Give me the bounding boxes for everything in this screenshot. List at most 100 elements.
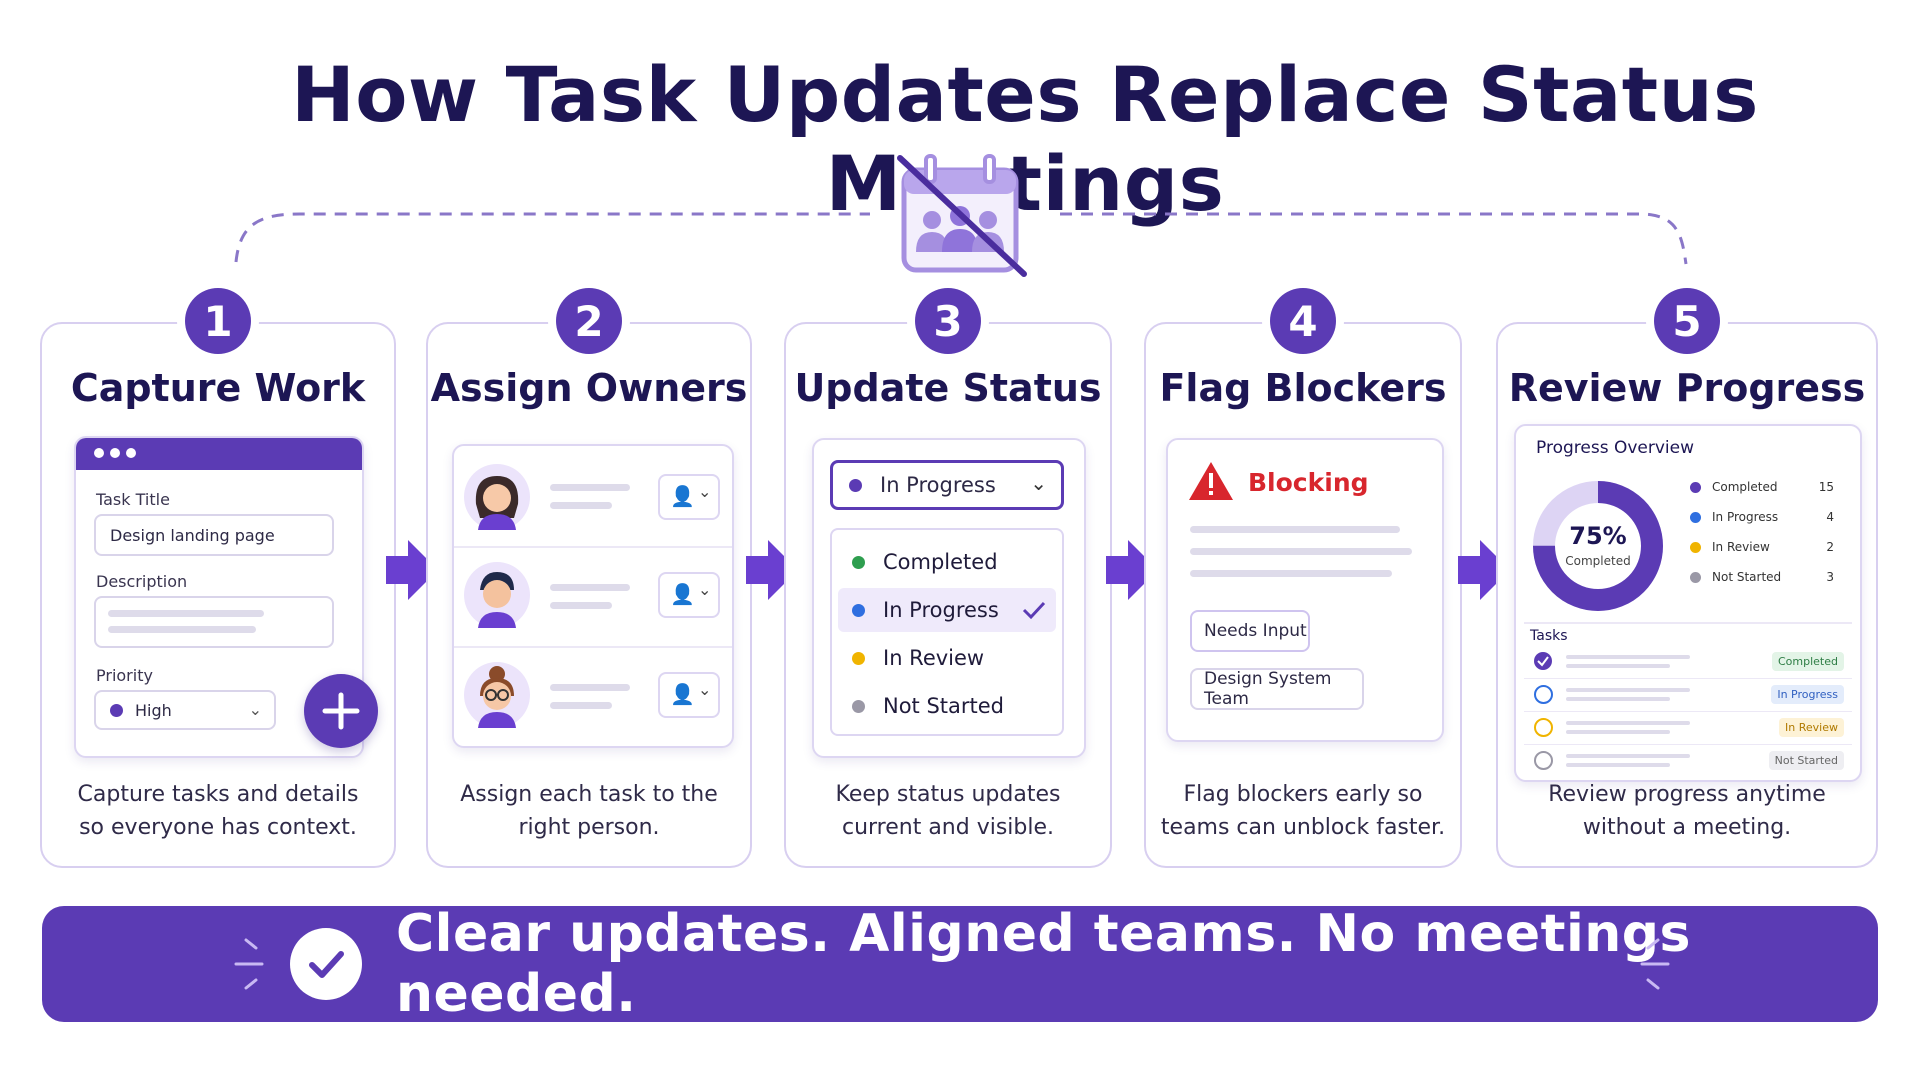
step-update-status: 3 Update Status In Progress ⌄ Completed … <box>784 288 1112 868</box>
step-flag-blockers: 4 Flag Blockers Blocking Needs Input Des… <box>1144 288 1462 868</box>
description-input[interactable] <box>94 596 334 648</box>
donut-label: Completed <box>1565 554 1631 568</box>
task-row[interactable]: In Progress <box>1524 679 1852 712</box>
step-title: Update Status <box>794 366 1102 410</box>
page-title: How Task Updates Replace Status Meetings <box>291 50 1759 228</box>
step-number-badge: 2 <box>556 288 622 354</box>
priority-label: Priority <box>96 666 153 685</box>
dashed-connector <box>234 212 1688 265</box>
avatar <box>464 464 530 530</box>
priority-dot-icon <box>110 703 123 717</box>
owner-row: 👤 ⌄ <box>454 546 732 648</box>
gray-dot-icon <box>852 699 865 713</box>
status-badge: In Progress <box>1771 685 1844 704</box>
chevron-down-icon: ⌄ <box>698 482 712 501</box>
user-icon: 👤 <box>670 582 695 606</box>
task-circle-icon <box>1534 718 1553 737</box>
step-title: Flag Blockers <box>1159 366 1447 410</box>
avatar <box>464 662 530 728</box>
summary-banner: Clear updates. Aligned teams. No meeting… <box>42 904 1878 1024</box>
task-row[interactable]: Not Started <box>1524 745 1852 777</box>
add-task-button[interactable] <box>304 674 378 748</box>
check-icon <box>1022 601 1046 620</box>
owner-row: 👤 ⌄ <box>454 446 732 548</box>
assign-owner-dropdown[interactable]: 👤 ⌄ <box>658 572 720 618</box>
needs-input-tag[interactable]: Needs Input <box>1190 610 1310 652</box>
user-icon: 👤 <box>670 682 695 706</box>
status-select-value: In Progress <box>880 473 996 497</box>
blue-dot-icon <box>852 603 865 617</box>
tasks-label: Tasks <box>1530 628 1568 644</box>
avatar <box>464 562 530 628</box>
task-circle-icon <box>1534 751 1553 770</box>
step-title: Capture Work <box>70 366 366 410</box>
overview-title: Progress Overview <box>1536 438 1694 458</box>
status-option-completed[interactable]: Completed <box>838 540 1056 584</box>
progress-overview-panel: Progress Overview 75% Completed Complete… <box>1514 424 1862 782</box>
task-title-input[interactable]: Design landing page <box>94 514 334 556</box>
step-title: Review Progress <box>1508 366 1866 410</box>
calendar-crossed-icon <box>897 154 1027 277</box>
team-tag[interactable]: Design System Team <box>1190 668 1364 710</box>
blocker-card: Blocking Needs Input Design System Team <box>1166 438 1444 742</box>
yellow-dot-icon <box>852 651 865 665</box>
priority-select[interactable]: High ⌄ <box>94 690 276 730</box>
step-capture-work: 1 Capture Work Task Title Design landing… <box>40 288 396 868</box>
description-label: Description <box>96 572 188 591</box>
task-circle-icon <box>1534 685 1553 704</box>
status-badge: Not Started <box>1768 751 1844 770</box>
user-icon: 👤 <box>670 484 695 508</box>
step-number-badge: 3 <box>915 288 981 354</box>
step-assign-owners: 2 Assign Owners 👤 ⌄ <box>426 288 752 868</box>
status-badge: In Review <box>1779 718 1844 737</box>
sparkle-right-icon <box>1640 938 1670 990</box>
plus-icon <box>322 692 360 730</box>
status-badge: Completed <box>1772 652 1844 671</box>
banner-text: Clear updates. Aligned teams. No meeting… <box>396 904 1691 1024</box>
task-check-icon <box>1534 652 1552 670</box>
assign-owner-dropdown[interactable]: 👤 ⌄ <box>658 672 720 718</box>
progress-donut-chart <box>1533 481 1663 611</box>
status-dot-icon <box>849 478 862 492</box>
task-form-window: Task Title Design landing page Descripti… <box>74 436 364 758</box>
task-row[interactable]: Completed <box>1524 646 1852 679</box>
status-options-list: Completed In Progress In Review Not Star… <box>830 528 1064 736</box>
task-title-label: Task Title <box>96 490 170 509</box>
window-titlebar <box>76 438 362 470</box>
status-option-in-progress[interactable]: In Progress <box>838 588 1056 632</box>
status-select[interactable]: In Progress ⌄ <box>830 460 1064 510</box>
step-number-badge: 5 <box>1654 288 1720 354</box>
status-option-not-started[interactable]: Not Started <box>838 684 1056 728</box>
chevron-down-icon: ⌄ <box>248 700 262 719</box>
task-row[interactable]: In Review <box>1524 712 1852 745</box>
green-dot-icon <box>852 555 865 569</box>
warning-icon <box>1189 462 1233 500</box>
step-title: Assign Owners <box>430 366 748 410</box>
chevron-down-icon: ⌄ <box>1030 471 1047 495</box>
priority-value: High <box>135 700 172 720</box>
owner-list: 👤 ⌄ 👤 ⌄ <box>452 444 734 748</box>
donut-percent: 75% <box>1569 522 1627 550</box>
owner-row: 👤 ⌄ <box>454 646 732 746</box>
status-option-in-review[interactable]: In Review <box>838 636 1056 680</box>
check-icon <box>290 928 362 1000</box>
assign-owner-dropdown[interactable]: 👤 ⌄ <box>658 474 720 520</box>
sparkle-left-icon <box>234 938 264 990</box>
step-number-badge: 4 <box>1270 288 1336 354</box>
step-review-progress: 5 Review Progress Progress Overview 75% … <box>1496 288 1878 868</box>
step-number-badge: 1 <box>185 288 251 354</box>
chevron-down-icon: ⌄ <box>698 680 712 699</box>
chevron-down-icon: ⌄ <box>698 580 712 599</box>
task-list: Completed In Progress In Review Not Star… <box>1524 646 1852 777</box>
blocking-label: Blocking <box>1248 468 1369 497</box>
